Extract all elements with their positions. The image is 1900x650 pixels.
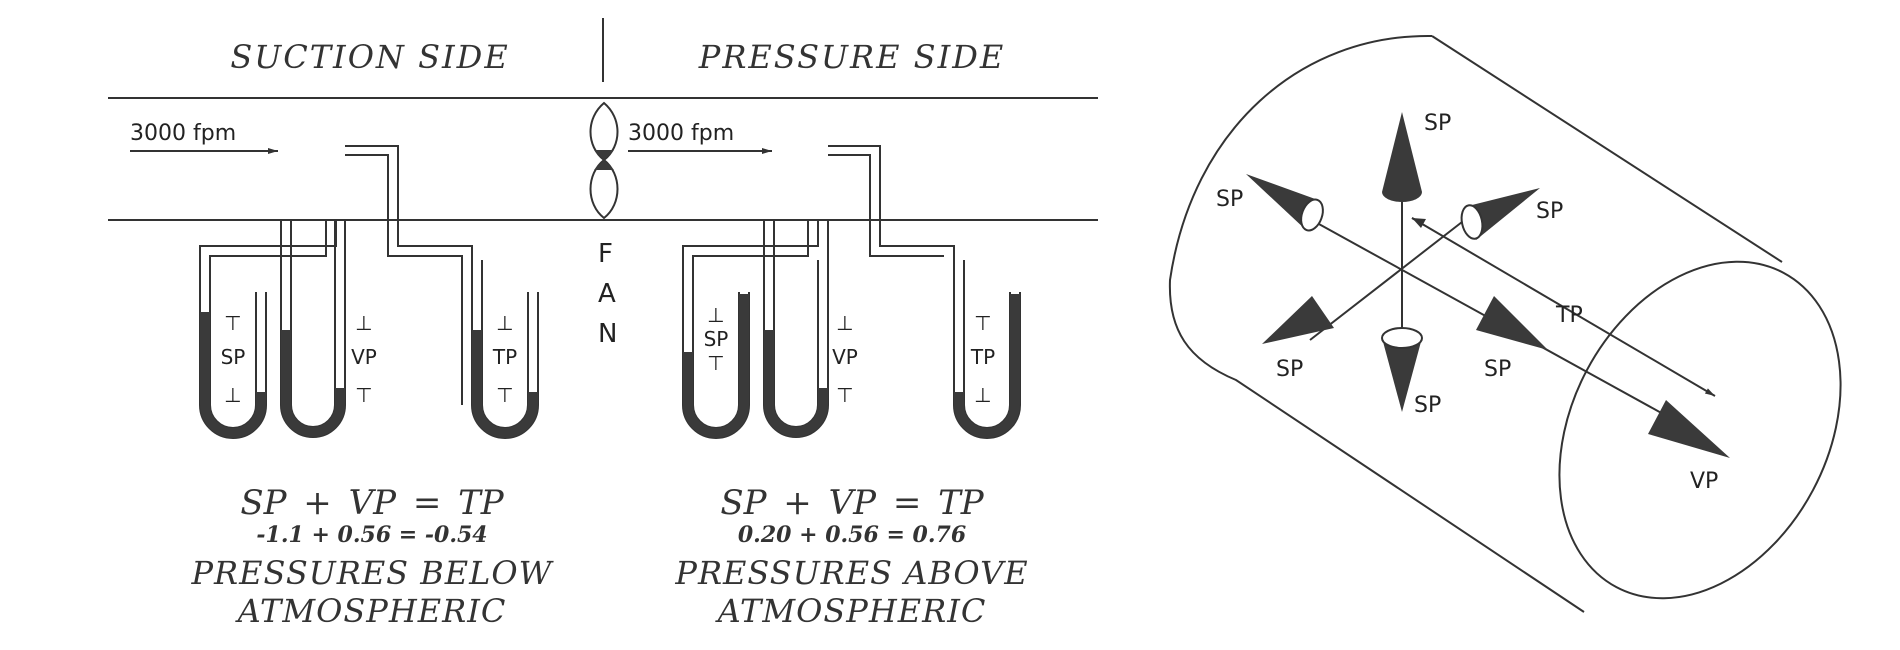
- pressure-caption-line1: PRESSURES ABOVE: [674, 554, 1028, 592]
- sp-label-top: SP: [1424, 111, 1451, 136]
- sp-label-bottom: SP: [1414, 393, 1441, 418]
- vp-label: VP: [1690, 469, 1718, 494]
- suction-sp-label: SP: [221, 345, 246, 369]
- suction-side-header: SUCTION SIDE: [230, 38, 509, 76]
- sp-label-lower-right: SP: [1484, 357, 1511, 382]
- svg-text:⊤: ⊤: [496, 383, 513, 407]
- manometer-diagram: SUCTION SIDE PRESSURE SIDE 3000 fpm 3000…: [108, 18, 1098, 630]
- suction-velocity-label: 3000 fpm: [130, 121, 236, 146]
- sp-cone-lower-right: [1476, 296, 1548, 350]
- sp-cone-upper-left: [1246, 174, 1324, 232]
- sp-label-right: SP: [1536, 199, 1563, 224]
- fan-icon: [589, 101, 619, 220]
- pressure-equation: SP + VP = TP: [720, 483, 984, 523]
- fan-letter-f: F: [598, 239, 613, 269]
- sp-cone-up: [1382, 112, 1422, 202]
- pressure-pitot-tube: [828, 145, 881, 222]
- svg-text:⊥: ⊥: [496, 311, 513, 335]
- suction-values: -1.1 + 0.56 = -0.54: [256, 522, 487, 548]
- svg-text:⊤: ⊤: [974, 311, 991, 335]
- tp-arrow: [1411, 217, 1716, 397]
- vp-cone: [1648, 400, 1730, 458]
- svg-text:⊤: ⊤: [224, 311, 241, 335]
- svg-text:⊥: ⊥: [355, 311, 372, 335]
- pressure-tp-manometer: TP ⊤ ⊥: [869, 222, 1021, 439]
- fan-letter-n: N: [598, 319, 617, 349]
- sp-cone-down: [1381, 327, 1423, 412]
- fan-letter-a: A: [598, 279, 616, 309]
- svg-text:⊤: ⊤: [355, 383, 372, 407]
- suction-caption-line1: PRESSURES BELOW: [190, 554, 554, 592]
- suction-tp-label: TP: [492, 345, 517, 369]
- svg-text:⊤: ⊤: [836, 383, 853, 407]
- duct-cylinder: [1168, 34, 1842, 613]
- sp-cone-upper-right: [1460, 188, 1540, 240]
- sp-cone-lower-left: [1262, 296, 1334, 344]
- svg-text:⊥: ⊥: [224, 383, 241, 407]
- sp-label-left: SP: [1216, 187, 1243, 212]
- svg-text:⊥: ⊥: [974, 383, 991, 407]
- suction-sp-manometer: SP ⊤ ⊥: [199, 220, 337, 439]
- suction-vp-label: VP: [351, 345, 377, 369]
- tp-label: TP: [1555, 303, 1583, 328]
- duct-vector-diagram: SP SP SP SP SP SP TP VP: [1168, 34, 1842, 613]
- suction-equation: SP + VP = TP: [240, 483, 504, 523]
- suction-pitot-tube: [345, 145, 399, 222]
- pressure-sp-label: SP: [704, 327, 729, 351]
- svg-text:⊤: ⊤: [707, 351, 724, 375]
- pressure-sp-manometer: SP ⊥ ⊤: [682, 220, 819, 439]
- pressure-vp-label: VP: [832, 345, 858, 369]
- pressure-caption-line2: ATMOSPHERIC: [715, 592, 987, 630]
- svg-text:⊥: ⊥: [836, 311, 853, 335]
- pressure-vp-manometer: VP ⊥ ⊤: [763, 220, 858, 438]
- pressure-tp-label: TP: [970, 345, 995, 369]
- suction-tp-manometer: TP ⊥ ⊤: [387, 222, 539, 439]
- pressure-velocity-label: 3000 fpm: [628, 121, 734, 146]
- svg-text:⊥: ⊥: [707, 303, 724, 327]
- pressure-values: 0.20 + 0.56 = 0.76: [738, 522, 966, 548]
- pressure-side-header: PRESSURE SIDE: [698, 38, 1005, 76]
- suction-vp-manometer: VP ⊥ ⊤: [280, 220, 377, 438]
- suction-caption-line2: ATMOSPHERIC: [235, 592, 507, 630]
- sp-label-lower-left: SP: [1276, 357, 1303, 382]
